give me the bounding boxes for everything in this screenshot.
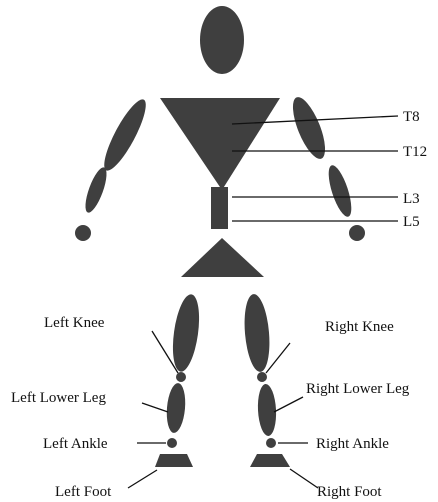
left-lower-leg-segment xyxy=(165,382,187,433)
left-forearm-segment xyxy=(81,165,111,215)
left-knee-label: Left Knee xyxy=(44,315,105,331)
t12-label: T12 xyxy=(403,144,427,160)
left-foot-leader-line xyxy=(128,470,157,488)
right-lower-leg-leader-line xyxy=(274,397,303,412)
left-lower-leg-label: Left Lower Leg xyxy=(11,390,106,406)
right-upper-arm-segment xyxy=(286,93,331,162)
right-ankle-label: Right Ankle xyxy=(316,436,389,452)
right-foot-leader-line xyxy=(290,469,318,488)
left-knee-joint xyxy=(176,372,186,382)
left-ankle-joint xyxy=(167,438,177,448)
pelvis-segment xyxy=(181,238,264,277)
l3-label: L3 xyxy=(403,191,420,207)
torso-segment xyxy=(160,98,280,190)
left-upper-arm-segment xyxy=(97,95,152,175)
left-thigh-segment xyxy=(169,293,204,374)
left-ankle-label: Left Ankle xyxy=(43,436,108,452)
left-foot-label: Left Foot xyxy=(55,484,112,500)
head-segment xyxy=(200,6,244,74)
right-knee-label: Right Knee xyxy=(325,319,394,335)
right-knee-leader-line xyxy=(266,343,290,373)
right-forearm-segment xyxy=(324,163,356,219)
left-foot-segment xyxy=(155,454,193,467)
right-foot-segment xyxy=(250,454,290,467)
right-lower-leg-segment xyxy=(257,384,278,437)
right-ankle-joint xyxy=(266,438,276,448)
right-foot-label: Right Foot xyxy=(317,484,382,500)
left-hand-segment xyxy=(75,225,91,241)
right-thigh-segment xyxy=(242,293,273,373)
right-hand-segment xyxy=(349,225,365,241)
right-lower-leg-label: Right Lower Leg xyxy=(306,381,410,397)
lumbar-segment xyxy=(211,187,228,229)
l5-label: L5 xyxy=(403,214,420,230)
right-knee-joint xyxy=(257,372,267,382)
left-lower-leg-leader-line xyxy=(142,403,168,412)
t8-label: T8 xyxy=(403,109,420,125)
